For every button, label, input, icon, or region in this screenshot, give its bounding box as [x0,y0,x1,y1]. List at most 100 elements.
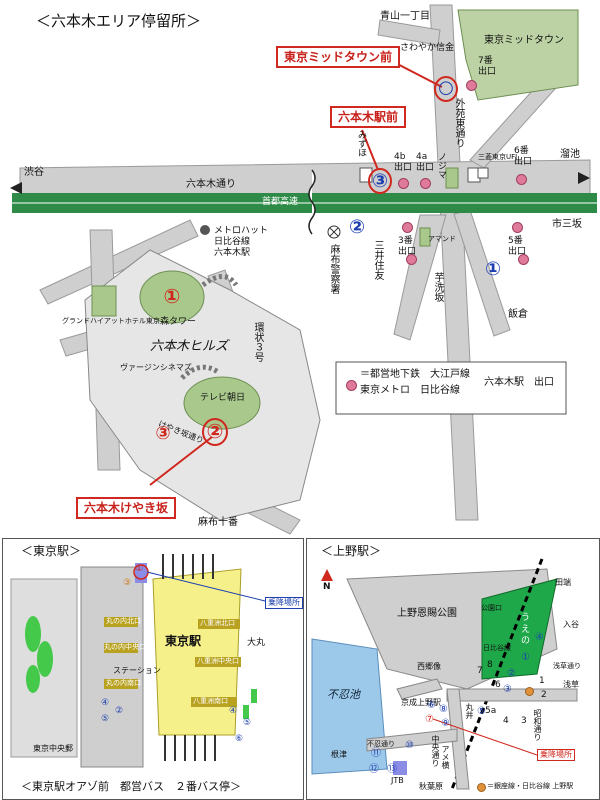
mori-tower-shape [139,270,205,324]
ueno-stop-2[interactable]: ② [507,668,516,679]
label-virgin: ヴァージンシネマズ [120,363,192,372]
tokyo-stop-3[interactable]: ③ [123,578,132,588]
label-exit5: 5番 出口 [508,236,527,257]
tokyo-daimaru: 大丸 [247,638,266,648]
label-nojima: ノジマ [436,152,446,179]
stop-midtown[interactable]: ○ [438,77,454,98]
ueno-title: ＜上野駅＞ [321,544,382,558]
label-exit6: 6番 出口 [514,146,533,167]
stop-1-right[interactable]: ① [484,258,502,280]
label-tameike: 溜池 [560,149,580,160]
tokyo-exit-yaesu-central: 八重洲中央口 [197,657,239,665]
ueno-nezu: 根津 [331,750,347,759]
legend-line1: ＝都営地下鉄 大江戸線 [360,369,470,380]
ueno-exit-1: 1 [539,676,545,686]
exit-4b-dot [398,178,409,189]
roppongi-map: ＜六本木エリア停留所＞ [10,4,597,535]
tokyo-stop-2[interactable]: ② [115,706,124,716]
ueno-stop-9[interactable]: ⑨ [441,718,450,729]
exit-extra-dot [518,254,529,265]
label-aoyama: 青山一丁目 [380,11,430,22]
stop-3-station[interactable]: ③ [371,170,389,192]
exit-4a-dot [420,178,431,189]
label-azabu-police: 麻布警察署 [328,244,339,294]
tokyo-stop-tag[interactable]: 乗降場所 [265,597,303,609]
ueno-stop-7[interactable]: ⑦ [425,714,434,725]
ueno-iriya: 入谷 [563,620,579,629]
callout-midtown[interactable]: 東京ミッドタウン前 [276,46,401,69]
ueno-stop-13[interactable]: ⑬ [387,764,397,775]
ueno-exit-2: 2 [541,690,547,700]
ueno-stop-5[interactable]: ⑤ [477,706,486,717]
tv-asahi-shape [183,376,261,430]
ueno-exit-5a: 5a [485,706,497,716]
ueno-koen-exit: 公園口 [481,604,502,612]
roppongi-map-drawing [10,4,597,535]
tokyo-caption: ＜東京駅オアゾ前 都営バス ２番バス停＞ [21,780,241,793]
ueno-akihabara: 秋葉原 [419,782,443,791]
label-roppongi-dori: 六本木通り [186,179,236,190]
label-azabu-juban: 麻布十番 [198,517,238,528]
ueno-stop-3[interactable]: ③ [503,684,512,695]
ueno-stop-4[interactable]: ④ [535,632,544,643]
ueno-station-inset: ＜上野駅＞ N 上野恩賜公園 不忍池 西郷像 京成上野駅 公園口 う え の 田… [306,538,600,800]
ueno-asakusa-dori: 浅草通り [553,662,581,670]
callout-station[interactable]: 六本木駅前 [330,106,407,129]
ueno-stop-1[interactable]: ① [521,652,530,663]
label-sawayaka: さわやか信金 [400,43,455,53]
tokyo-title: ＜東京駅＞ [21,544,82,558]
tokyo-exit-marunouchi-south: 丸の内南口 [106,679,141,687]
midtown-block-shape [457,9,579,101]
ueno-exit-4: 4 [503,716,509,726]
stop-2-hills[interactable]: ② [206,419,224,443]
ueno-exit-6: 6 [495,680,501,690]
ueno-park: 上野恩賜公園 [397,608,457,619]
ueno-exit-7: 7 [477,666,483,676]
exit-3-dot [402,222,413,233]
exit-6-dot [516,174,527,185]
tokyo-stop-4a[interactable]: ④ [101,698,110,708]
callout-keyakizaka[interactable]: 六本木けやき坂 [76,497,177,520]
ueno-saigo: 西郷像 [417,662,441,671]
label-gaien: 外苑東通り [453,98,464,148]
tokyo-station-hotel: ステーション [113,666,161,675]
ueno-legend: ＝銀座線・日比谷線 上野駅 [487,782,574,790]
ueno-stop-tag[interactable]: 乗降場所 [537,749,575,761]
tokyo-station-inset: ＜東京駅＞ [2,538,304,800]
ueno-stop-10[interactable]: ⑩ [405,740,414,751]
stop-2-middle[interactable]: ② [348,216,366,238]
ueno-stop-11[interactable]: ⑪ [371,748,381,759]
label-ichisanzaka: 市三坂 [552,219,582,230]
ueno-stop-12[interactable]: ⑫ [369,764,379,775]
label-exit4b: 4b 出口 [394,152,413,173]
tokyo-stop-5a[interactable]: ⑤ [101,714,110,724]
tokyo-station-name: 東京駅 [165,634,202,648]
tokyo-exit-marunouchi-central: 丸の内中央口 [104,643,146,651]
tokyo-exit-marunouchi-north: 丸の内北口 [106,617,141,625]
ueno-kanji: う え の [521,613,531,647]
ueno-exit-8: 8 [487,660,493,670]
legend-line2: 東京メトロ 日比谷線 [360,385,460,396]
tokyo-stop-1[interactable]: ① [135,564,144,574]
ueno-marui: 丸井 [465,703,474,719]
ueno-shinobazu: 不忍池 [327,688,360,701]
stop-1-mori[interactable]: ① [163,284,181,308]
roppongi-title: ＜六本木エリア停留所＞ [36,12,202,30]
ueno-chuo: 中央通り [431,735,440,767]
ueno-koshinobazu: 不忍通り [367,740,395,748]
tokyo-stop-6[interactable]: ⑥ [235,734,244,744]
label-metro-hat: メトロハット 日比谷線 六本木駅 [214,226,269,258]
tokyo-stop-4b[interactable]: ④ [229,706,238,716]
label-mori-tower: 森タワー [160,317,197,327]
tokyo-stop-5b[interactable]: ⑤ [243,718,252,728]
tokyo-central-post: 東京中央郵 [33,744,73,753]
tokyo-exit-yaesu-north: 八重洲北口 [200,619,235,627]
ueno-tabata: 田端 [555,578,571,587]
ueno-map-drawing [311,558,578,790]
stop-3-hills[interactable]: ③ [155,423,171,444]
ueno-showa: 昭和通り [533,709,542,741]
label-midtown-block: 東京ミッドタウン [484,35,564,46]
ueno-stop-8[interactable]: ⑧ [439,704,448,715]
ueno-stop-6[interactable]: ⑥ [427,700,436,711]
label-almond: アマンド [428,235,456,243]
